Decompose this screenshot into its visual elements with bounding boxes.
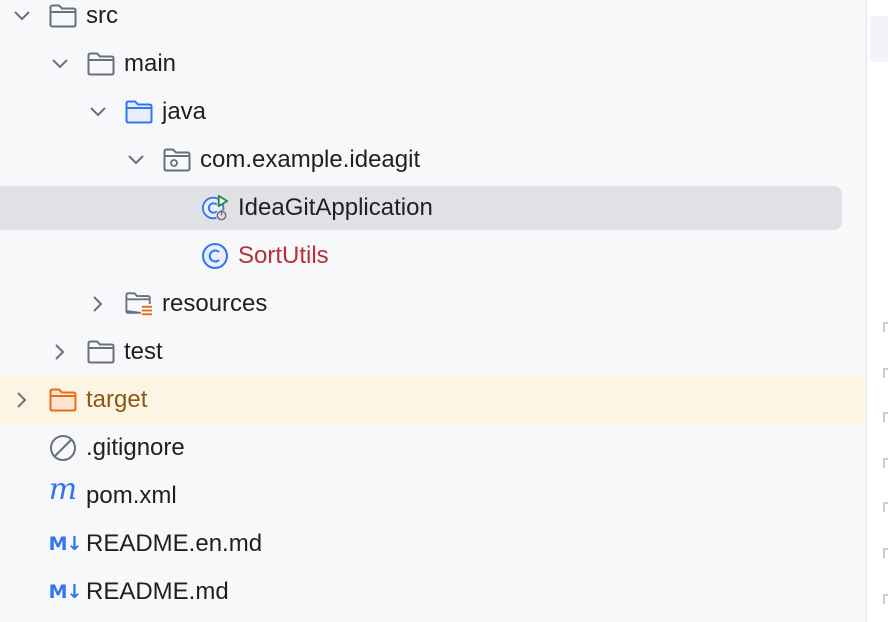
markdown-icon: M↓ <box>48 533 83 555</box>
chevron-down-icon[interactable] <box>10 0 34 40</box>
tree-node-test[interactable]: test <box>0 328 866 376</box>
tree-node-label: README.en.md <box>86 530 263 557</box>
tree-node-label: src <box>86 2 118 29</box>
gutter-mark <box>883 458 888 468</box>
tree-node-label: README.md <box>86 578 229 605</box>
gutter-mark <box>883 412 888 422</box>
tree-node-label: .gitignore <box>86 434 185 461</box>
tree-node-resources[interactable]: resources <box>0 280 866 328</box>
project-tree: src main java <box>0 0 866 616</box>
tree-node-target[interactable]: target <box>0 376 866 424</box>
chevron-right-icon[interactable] <box>10 376 34 424</box>
gutter-mark <box>883 502 888 512</box>
tree-node-label: java <box>162 98 207 125</box>
tree-node-label: pom.xml <box>86 482 177 509</box>
folder-icon <box>49 3 77 29</box>
spring-boot-class-icon <box>201 194 229 222</box>
editor-edge <box>867 0 888 622</box>
maven-icon: m <box>48 472 78 507</box>
tree-node-src[interactable]: src <box>0 0 866 40</box>
editor-current-line-highlight <box>870 16 888 62</box>
gutter-mark <box>883 594 888 604</box>
tree-node-gitignore[interactable]: .gitignore <box>0 424 866 472</box>
excluded-folder-icon <box>49 387 77 413</box>
folder-icon <box>87 339 115 365</box>
panel-divider[interactable] <box>866 0 867 622</box>
chevron-down-icon[interactable] <box>124 136 148 184</box>
gutter-mark <box>883 322 888 332</box>
chevron-right-icon[interactable] <box>86 280 110 328</box>
class-icon <box>201 243 229 269</box>
tree-node-label: target <box>86 386 148 413</box>
chevron-right-icon[interactable] <box>48 328 72 376</box>
tree-node-label: resources <box>162 290 268 317</box>
tree-node-label: com.example.ideagit <box>200 146 421 173</box>
gutter-mark <box>883 548 888 558</box>
tree-node-package[interactable]: com.example.ideagit <box>0 136 866 184</box>
tree-node-label: test <box>124 338 163 365</box>
tree-node-sortutils[interactable]: SortUtils <box>0 232 866 280</box>
gutter-mark <box>883 368 888 378</box>
tree-node-label: IdeaGitApplication <box>238 194 433 221</box>
tree-node-label: main <box>124 50 177 77</box>
project-tool-window: src main java <box>0 0 866 616</box>
tree-node-java[interactable]: java <box>0 88 866 136</box>
folder-icon <box>87 51 115 77</box>
source-folder-icon <box>125 99 153 125</box>
tree-node-pom[interactable]: m pom.xml <box>0 472 866 520</box>
tree-node-main[interactable]: main <box>0 40 866 88</box>
markdown-icon: M↓ <box>48 581 83 603</box>
package-icon <box>163 147 191 173</box>
chevron-down-icon[interactable] <box>48 40 72 88</box>
chevron-down-icon[interactable] <box>86 88 110 136</box>
resources-folder-icon <box>125 291 153 317</box>
tree-node-readme[interactable]: M↓ README.md <box>0 568 866 616</box>
tree-node-label: SortUtils <box>238 242 329 269</box>
tree-node-readme-en[interactable]: M↓ README.en.md <box>0 520 866 568</box>
ignore-file-icon <box>49 435 77 461</box>
tree-node-ideagitapplication[interactable]: IdeaGitApplication <box>0 184 866 232</box>
